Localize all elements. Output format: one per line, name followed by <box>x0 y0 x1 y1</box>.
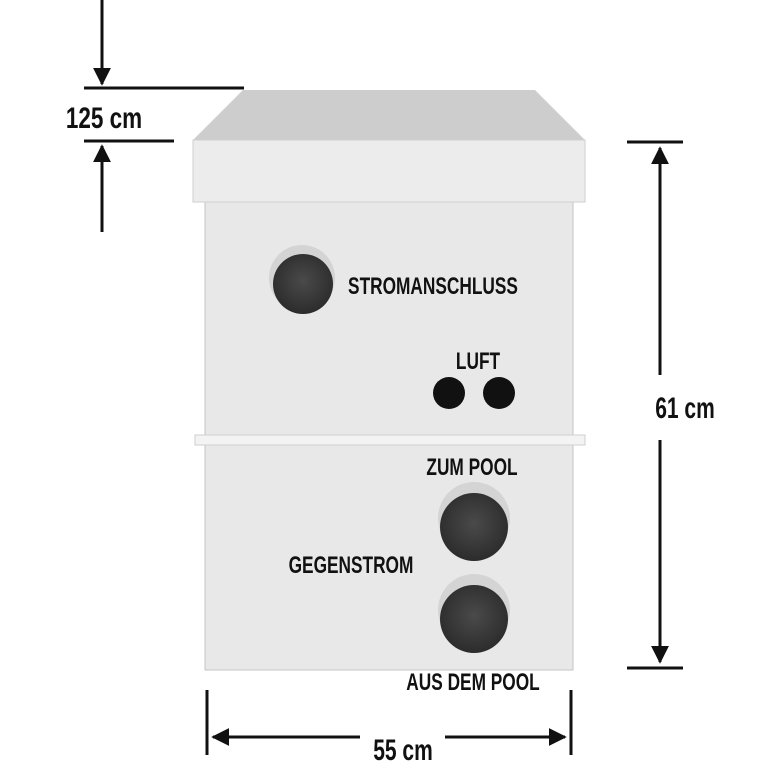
lid-height-label: 125 cm <box>66 101 142 135</box>
from-pool-port <box>438 574 510 653</box>
air-port-left <box>433 377 465 409</box>
to-pool-label: ZUM POOL <box>426 454 517 480</box>
lid-front <box>192 139 586 203</box>
from-pool-label: AUS DEM POOL <box>406 669 540 695</box>
lid-top <box>193 90 585 140</box>
width-label: 55 cm <box>373 735 433 766</box>
divider-rail <box>194 434 586 446</box>
air-label: LUFT <box>456 348 500 374</box>
height-label: 61 cm <box>655 393 715 425</box>
power-port <box>269 245 335 314</box>
to-pool-port <box>438 482 510 561</box>
power-label: STROMANSCHLUSS <box>348 273 518 299</box>
counter-current-label: GEGENSTROM <box>289 552 414 578</box>
air-port-right <box>483 377 515 409</box>
